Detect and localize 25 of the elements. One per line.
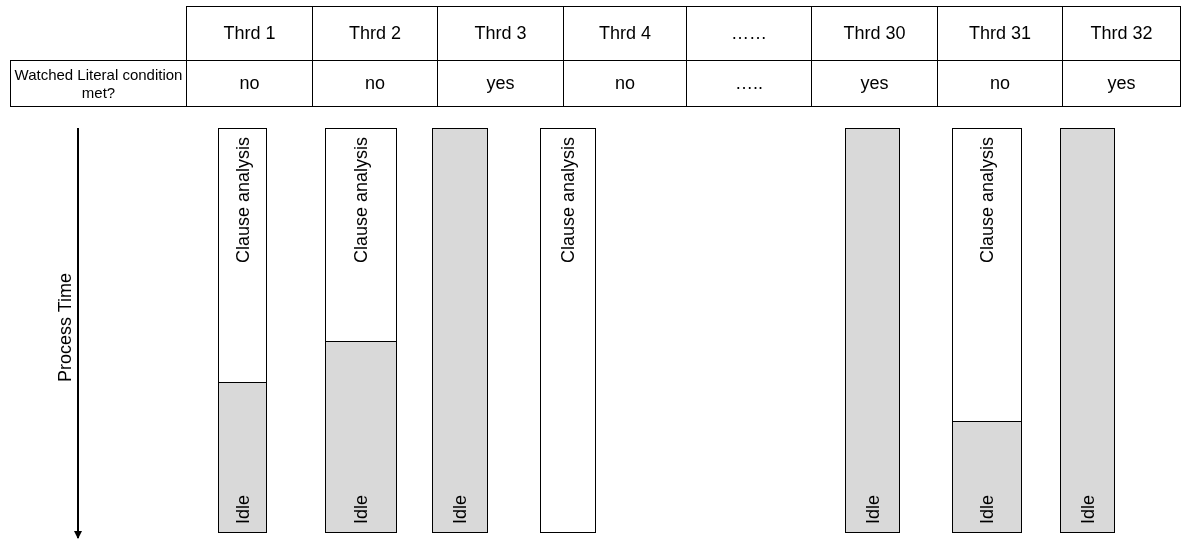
idle-bar-segment <box>218 382 267 533</box>
segment-label: Clause analysis <box>231 137 254 264</box>
idle-bar-segment <box>845 128 900 533</box>
table-cell: Thrd 1 <box>186 6 313 61</box>
table-cell: Thrd 32 <box>1062 6 1181 61</box>
bar-segment <box>952 128 1022 422</box>
table-cell: yes <box>1062 60 1181 107</box>
bar-segment <box>540 128 596 533</box>
idle-bar-segment <box>325 341 397 533</box>
idle-bar-segment <box>432 128 488 533</box>
segment-label: Idle <box>449 494 471 524</box>
bar-segment <box>218 128 267 383</box>
segment-label: Clause analysis <box>976 137 998 264</box>
segment-label: Idle <box>976 494 998 524</box>
bar-segment <box>325 128 397 342</box>
segment-label: Idle <box>1076 494 1099 524</box>
idle-bar-segment <box>1060 128 1115 533</box>
segment-label: Clause analysis <box>350 137 372 264</box>
segment-label: Idle <box>231 494 254 524</box>
axis-label: Process Time <box>53 273 76 383</box>
table-cell: Watched Literal condition met? <box>10 60 187 107</box>
segment-label: Idle <box>350 494 372 524</box>
segment-label: Idle <box>861 494 884 524</box>
idle-bar-segment <box>952 421 1022 533</box>
segment-label: Clause analysis <box>557 137 579 264</box>
